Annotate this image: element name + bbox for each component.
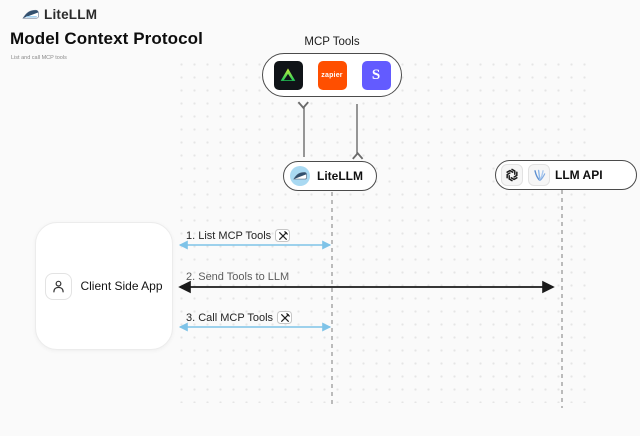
person-icon xyxy=(45,272,73,300)
llm-provider-icon xyxy=(528,164,550,186)
arrow-label-3-text: 3. Call MCP Tools xyxy=(186,311,274,324)
triangle-glyph-icon xyxy=(280,68,296,81)
stripe-icon: S xyxy=(361,60,391,90)
client-node-label: Client Side App xyxy=(80,279,163,293)
mcp-tools-box: zapier S xyxy=(262,53,402,97)
llm-api-node-label: LLM API xyxy=(555,168,603,182)
page-title: Model Context Protocol xyxy=(10,29,203,48)
arrow-label-2-text: 2. Send Tools to LLM xyxy=(186,271,290,283)
zapier-icon: zapier xyxy=(317,60,347,90)
arrow-label-3: 3. Call MCP Tools xyxy=(186,311,293,324)
node-llm-api: LLM API xyxy=(495,160,637,190)
brand-label: LiteLLM xyxy=(44,7,98,22)
zapier-label: zapier xyxy=(321,71,343,79)
node-litellm: LiteLLM xyxy=(283,161,377,191)
arrow-label-2: 2. Send Tools to LLM xyxy=(186,271,289,283)
mcp-tools-label: MCP Tools xyxy=(304,36,360,48)
arrow-label-1: 1. List MCP Tools xyxy=(186,229,291,242)
litellm-logo-icon xyxy=(290,166,310,186)
green-triangle-tool-icon xyxy=(273,60,303,90)
node-client: Client Side App xyxy=(35,222,173,350)
tools-badge-icon xyxy=(275,229,291,242)
litellm-node-label: LiteLLM xyxy=(317,169,363,183)
page-subtitle: List and call MCP tools xyxy=(11,55,67,61)
tools-badge-icon xyxy=(277,311,293,324)
arrow-label-1-text: 1. List MCP Tools xyxy=(186,229,272,242)
stripe-label: S xyxy=(371,66,381,83)
dot-grid xyxy=(175,58,595,403)
openai-icon xyxy=(501,164,523,186)
brand: LiteLLM xyxy=(22,7,97,22)
litellm-train-icon xyxy=(22,9,39,19)
